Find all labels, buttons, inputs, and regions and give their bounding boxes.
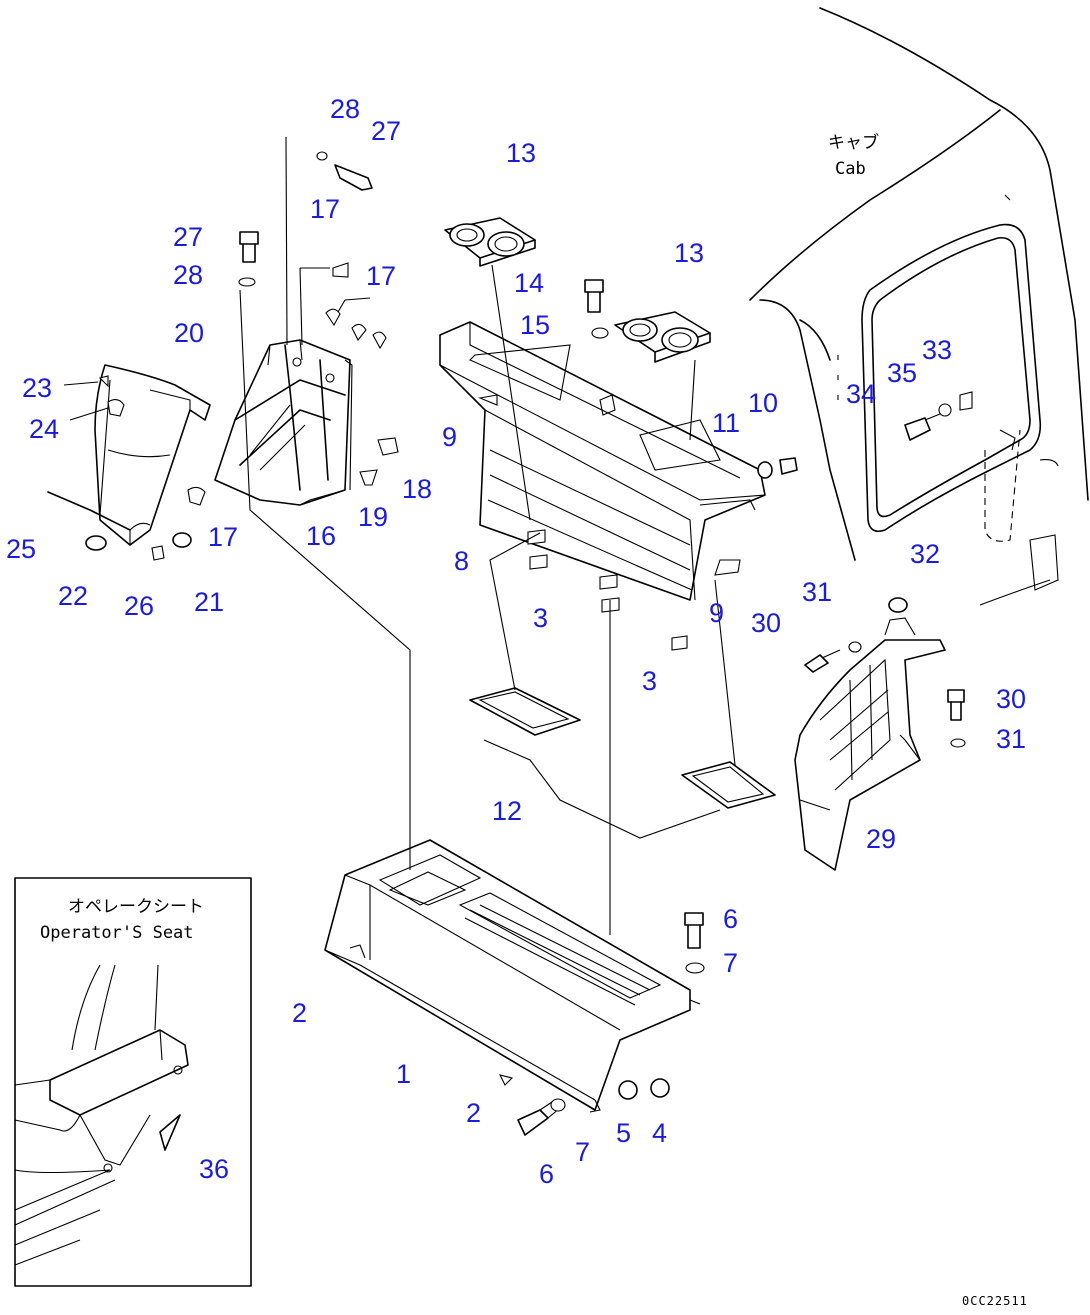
callout-7: 7 — [575, 1137, 590, 1167]
part-3-clips — [527, 529, 688, 651]
part-13-speaker-right — [614, 311, 711, 363]
callout-11: 11 — [712, 408, 740, 438]
callout-31: 31 — [802, 577, 832, 607]
cab-label-en: Cab — [835, 159, 866, 179]
part-20-side-cover — [94, 364, 211, 546]
callout-17: 17 — [208, 522, 238, 552]
callout-17: 17 — [310, 194, 340, 224]
part-13-speaker-left — [444, 217, 536, 267]
fasteners-group-left — [47, 151, 399, 561]
callout-35: 35 — [887, 358, 917, 388]
callout-15: 15 — [520, 310, 550, 340]
callout-4: 4 — [652, 1118, 667, 1148]
callout-2: 2 — [466, 1098, 481, 1128]
part-16-bracket — [214, 339, 353, 506]
callout-8: 8 — [454, 546, 469, 576]
callout-2: 2 — [292, 998, 307, 1028]
callout-21: 21 — [194, 587, 224, 617]
callout-13: 13 — [506, 138, 536, 168]
callout-27: 27 — [371, 116, 401, 146]
callout-14: 14 — [514, 268, 544, 298]
callout-26: 26 — [124, 591, 154, 621]
callout-31: 31 — [996, 724, 1026, 754]
callout-9: 9 — [709, 598, 724, 628]
callout-30: 30 — [751, 608, 781, 638]
callout-34: 34 — [846, 379, 876, 409]
callout-32: 32 — [910, 539, 940, 569]
fasteners-group-bottom — [498, 912, 705, 1136]
callout-16: 16 — [306, 521, 336, 551]
callout-28: 28 — [173, 260, 203, 290]
callout-27: 27 — [173, 222, 203, 252]
callout-33: 33 — [922, 335, 952, 365]
callout-6: 6 — [539, 1159, 554, 1189]
callout-29: 29 — [866, 824, 896, 854]
part-29-right-cover — [794, 617, 946, 871]
inset-operator-seat — [14, 877, 252, 1287]
callout-numbers: 1 2 2 3 3 4 5 6 6 7 7 8 9 9 10 11 12 13 … — [6, 94, 1026, 1189]
callout-9: 9 — [442, 422, 457, 452]
callout-18: 18 — [402, 474, 432, 504]
cab-label: キャブ Cab — [828, 132, 879, 179]
callout-5: 5 — [616, 1118, 631, 1148]
cab-label-jp: キャブ — [828, 132, 879, 153]
callout-6: 6 — [723, 904, 738, 934]
callout-25: 25 — [6, 534, 36, 564]
callout-30: 30 — [996, 684, 1026, 714]
seat-label-jp: オペレークシート — [68, 897, 204, 917]
callout-28: 28 — [330, 94, 360, 124]
part-1-rear-box — [324, 839, 701, 1113]
callout-3: 3 — [642, 666, 657, 696]
callout-1: 1 — [396, 1059, 411, 1089]
callout-23: 23 — [22, 373, 52, 403]
cab-outline — [749, 7, 1089, 606]
callout-10: 10 — [748, 388, 778, 418]
fasteners-group-center — [584, 279, 798, 479]
leader-lines — [63, 136, 736, 935]
callout-3: 3 — [533, 603, 548, 633]
callout-22: 22 — [58, 581, 88, 611]
callout-7: 7 — [723, 948, 738, 978]
callout-36: 36 — [199, 1154, 229, 1184]
seat-label-en: Operator'S Seat — [40, 923, 194, 943]
callout-19: 19 — [358, 502, 388, 532]
callout-17: 17 — [366, 261, 396, 291]
callout-12: 12 — [492, 796, 522, 826]
seat-label: オペレークシート Operator'S Seat — [40, 897, 204, 943]
part-8-rear-panel — [439, 321, 766, 601]
part-12-gaskets — [469, 687, 776, 809]
drawing-code: 0CC22511 — [962, 1294, 1028, 1308]
callout-13: 13 — [674, 238, 704, 268]
callout-24: 24 — [29, 414, 59, 444]
fasteners-group-right — [804, 391, 973, 748]
callout-20: 20 — [174, 318, 204, 348]
